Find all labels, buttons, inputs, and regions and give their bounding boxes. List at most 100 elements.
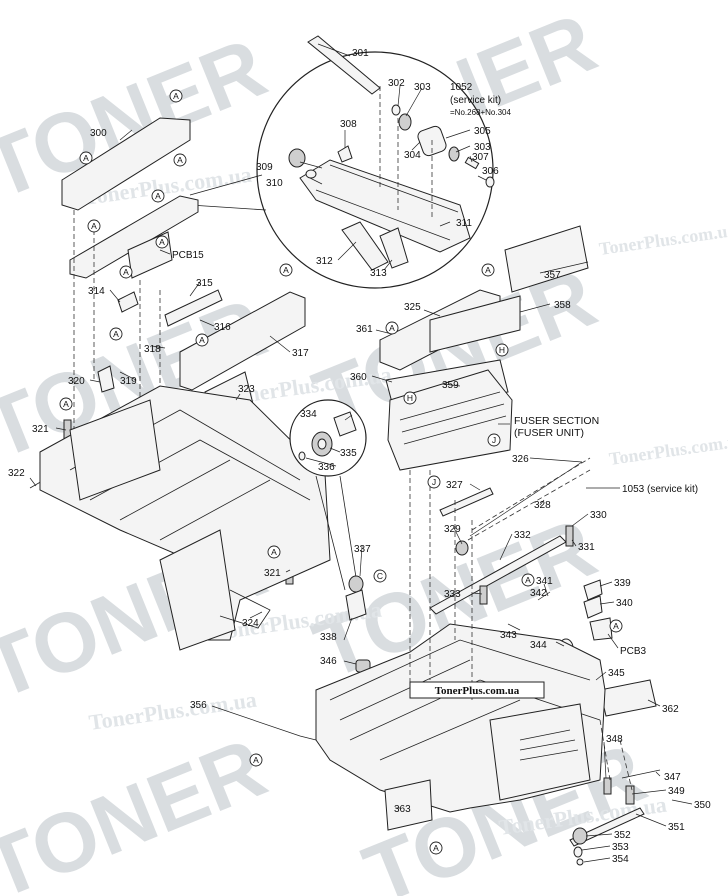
- part-362-sheet: [599, 679, 657, 717]
- svg-text:A: A: [83, 153, 89, 163]
- svg-text:A: A: [123, 267, 129, 277]
- svg-text:J: J: [492, 435, 496, 445]
- svg-text:A: A: [253, 755, 259, 765]
- part-347-pin: [621, 769, 661, 779]
- label-303: 303: [414, 82, 431, 93]
- label-348: 348: [606, 734, 623, 745]
- label-340: 340: [616, 598, 633, 609]
- marker-A: A: [195, 333, 209, 347]
- label-1053: 1053 (service kit): [622, 484, 698, 495]
- label-302: 302: [388, 78, 405, 89]
- marker-A: A: [267, 545, 281, 559]
- label-329: 329: [444, 524, 461, 535]
- part-348-spring: [603, 777, 612, 795]
- label-352: 352: [614, 830, 631, 841]
- part-311-frame: [299, 159, 471, 253]
- marker-A: A: [109, 327, 123, 341]
- svg-text:H: H: [499, 345, 505, 355]
- label-1052-desc: (service kit): [450, 95, 501, 106]
- label-313: 313: [370, 268, 387, 279]
- svg-text:A: A: [173, 91, 179, 101]
- fuser-unit: [387, 369, 513, 471]
- label-335: 335: [340, 448, 357, 459]
- label-341: 341: [536, 576, 553, 587]
- part-358-sheet: [429, 295, 521, 353]
- label-1052: 1052: [450, 82, 473, 93]
- marker-A: A: [59, 397, 73, 411]
- watermark-url: TonerPlus.com.ua: [608, 430, 728, 469]
- label-321: 321: [264, 568, 281, 579]
- svg-text:A: A: [485, 265, 491, 275]
- label-317: 317: [292, 348, 309, 359]
- part-314: [117, 291, 139, 313]
- svg-text:A: A: [199, 335, 205, 345]
- label-305: 305: [474, 126, 491, 137]
- label-309: 309: [256, 162, 273, 173]
- label-314: 314: [88, 286, 105, 297]
- part-frame-lower: [69, 195, 199, 279]
- part-331-spring: [565, 525, 574, 547]
- label-359: 359: [442, 380, 459, 391]
- part-337-gear: [348, 575, 364, 593]
- label-fuser-section: FUSER SECTION: [514, 415, 599, 427]
- marker-H: H: [495, 343, 509, 357]
- leader-lines: [29, 43, 693, 863]
- label-361: 361: [356, 324, 373, 335]
- label-322: 322: [8, 468, 25, 479]
- part-313-lever: [379, 227, 409, 269]
- label-338: 338: [320, 632, 337, 643]
- label-347: 347: [664, 772, 681, 783]
- mid-parts: [345, 575, 371, 673]
- label-319: 319: [120, 376, 137, 387]
- svg-text:A: A: [155, 191, 161, 201]
- watermark-brand: TONER: [0, 720, 278, 896]
- svg-text:A: A: [389, 323, 395, 333]
- label-323: 323: [238, 384, 255, 395]
- label-324: 324: [242, 618, 259, 629]
- site-badge: TonerPlus.com.ua: [409, 681, 545, 699]
- label-339: 339: [614, 578, 631, 589]
- label-310: 310: [266, 178, 283, 189]
- label-303: 303: [474, 142, 491, 153]
- label-321: 321: [32, 424, 49, 435]
- svg-text:A: A: [91, 221, 97, 231]
- label-311: 311: [456, 218, 472, 229]
- label-316: 316: [214, 322, 231, 333]
- marker-A: A: [609, 619, 623, 633]
- label-pcb3: PCB3: [620, 646, 647, 657]
- marker-J: J: [487, 433, 501, 447]
- part-labels: 301 302 303 1052 (service kit) =No.268+N…: [8, 48, 711, 865]
- upper-chassis-side-panel: [159, 529, 236, 651]
- label-360: 360: [350, 372, 367, 383]
- label-pcb15: PCB15: [172, 250, 204, 261]
- label-353: 353: [612, 842, 629, 853]
- label-357: 357: [544, 270, 561, 281]
- svg-text:A: A: [177, 155, 183, 165]
- part-353: [573, 846, 583, 858]
- label-331: 331: [578, 542, 595, 553]
- label-356: 356: [190, 700, 207, 711]
- svg-text:H: H: [407, 393, 413, 403]
- part-336-ring: [298, 451, 306, 461]
- marker-A: A: [385, 321, 399, 335]
- svg-text:A: A: [113, 329, 119, 339]
- marker-A: A: [249, 753, 263, 767]
- part-303-ring: [398, 113, 412, 131]
- lower-chassis-front: [489, 703, 591, 801]
- marker-H: H: [403, 391, 417, 405]
- marker-A: A: [481, 263, 495, 277]
- part-338-bracket: [345, 589, 367, 621]
- detail-circle-pickup: [256, 35, 495, 289]
- svg-text:A: A: [525, 575, 531, 585]
- part-334-bracket: [333, 411, 357, 437]
- label-362: 362: [662, 704, 679, 715]
- marker-A: A: [87, 219, 101, 233]
- label-330: 330: [590, 510, 607, 521]
- label-342: 342: [530, 588, 547, 599]
- svg-text:A: A: [613, 621, 619, 631]
- label-326: 326: [512, 454, 529, 465]
- label-301: 301: [352, 48, 369, 59]
- label-312: 312: [316, 256, 333, 267]
- part-312-lever: [341, 221, 389, 271]
